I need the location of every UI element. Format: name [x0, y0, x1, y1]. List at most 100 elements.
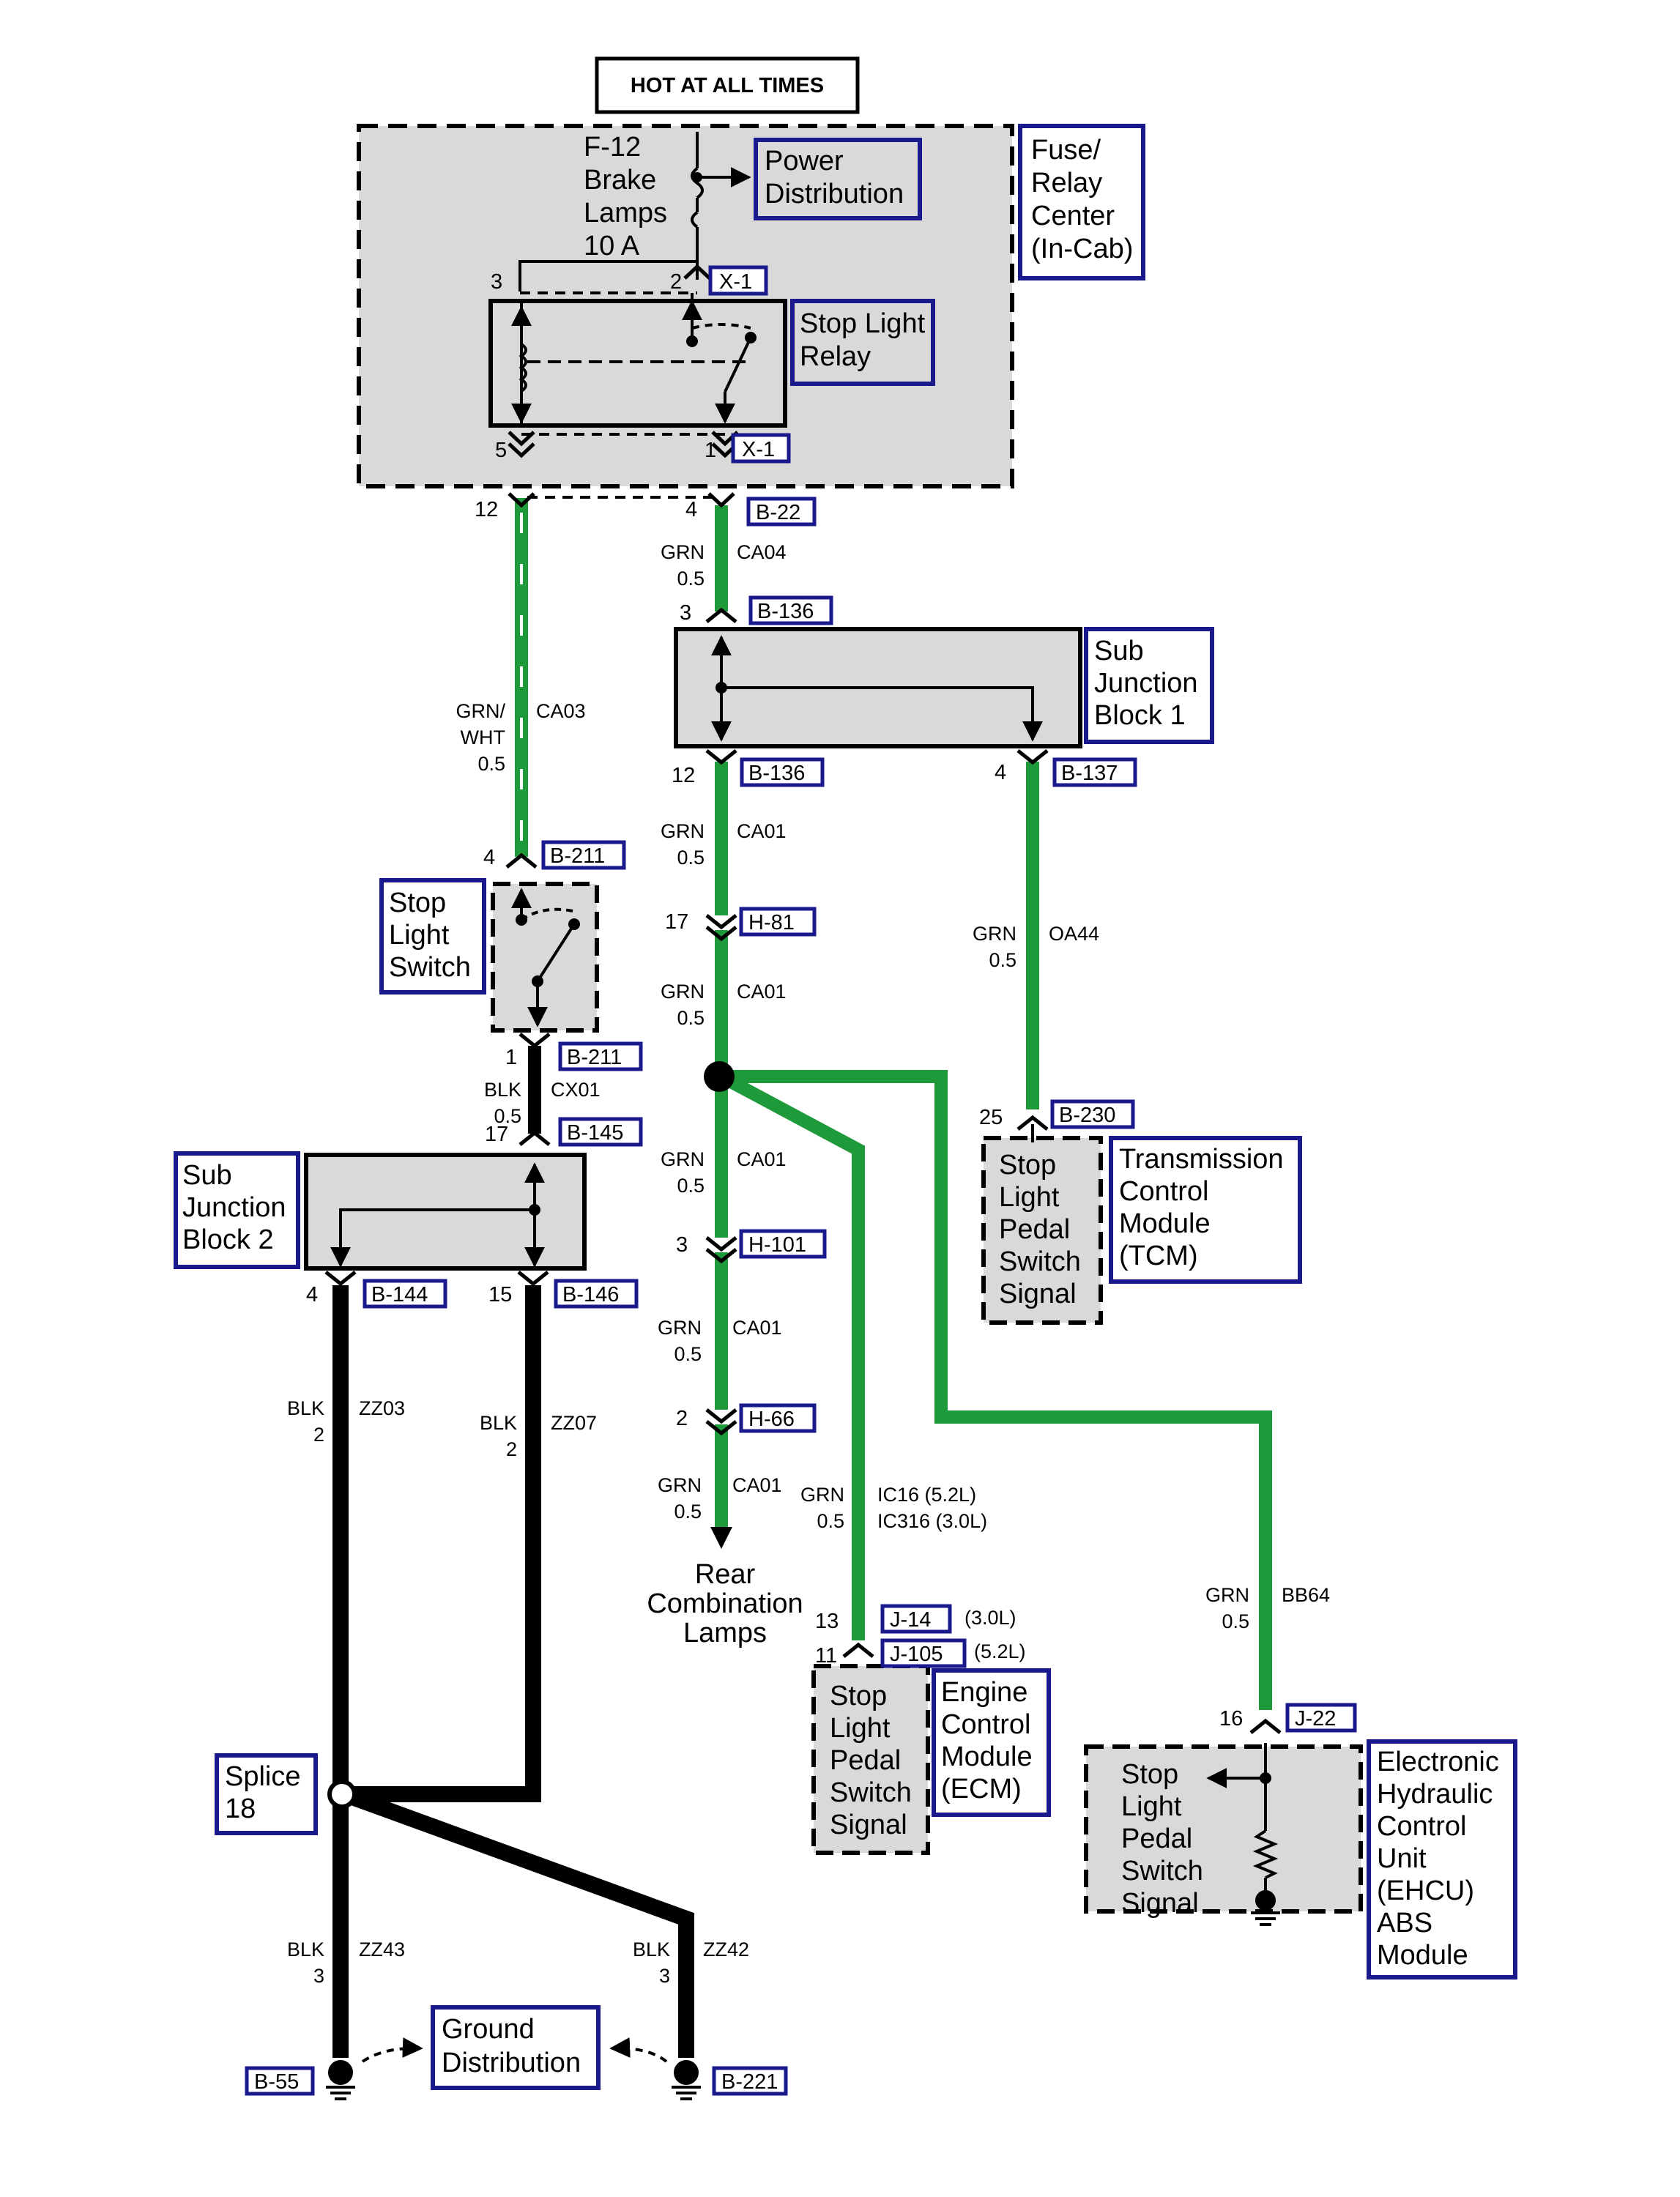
relay-internal-wiring	[511, 260, 757, 436]
svg-text:Lamps: Lamps	[584, 198, 667, 228]
connector-symbols	[324, 264, 1282, 1734]
pin-j105-11: 11	[815, 1644, 837, 1668]
svg-text:Block 1: Block 1	[1094, 700, 1186, 731]
svg-text:CA01: CA01	[737, 1148, 787, 1170]
svg-text:IC316 (3.0L): IC316 (3.0L)	[877, 1510, 987, 1532]
svg-text:IC16 (5.2L): IC16 (5.2L)	[877, 1484, 976, 1506]
svg-text:(3.0L): (3.0L)	[964, 1607, 1016, 1629]
svg-text:B-221: B-221	[721, 2070, 778, 2094]
connector-j22: J-22	[1285, 1703, 1357, 1733]
connector-b221: B-221	[712, 2066, 788, 2096]
ecm-signal-label: Stop Light Pedal Switch Signal	[830, 1681, 912, 1840]
svg-text:0.5: 0.5	[477, 753, 505, 775]
ehcu-internal	[1206, 1743, 1280, 1926]
pin-h101-3: 3	[676, 1233, 688, 1257]
svg-text:(ECM): (ECM)	[941, 1774, 1022, 1804]
svg-text:(In-Cab): (In-Cab)	[1031, 234, 1133, 264]
svg-text:OA44: OA44	[1049, 923, 1099, 945]
svg-text:ZZ03: ZZ03	[359, 1397, 405, 1419]
pin-b144-4: 4	[306, 1283, 318, 1306]
svg-text:B-145: B-145	[567, 1121, 623, 1145]
svg-text:Stop: Stop	[999, 1150, 1056, 1181]
splice-18-dot	[327, 1780, 357, 1809]
ground-dist-arrow-left	[361, 2037, 423, 2063]
pin-numbers: 3 2 5 1 12 4 3 12 4 4 17 1 17 25 3 4 15 …	[306, 270, 1243, 1731]
svg-text:Pedal: Pedal	[999, 1214, 1070, 1245]
svg-text:10 A: 10 A	[584, 231, 640, 261]
label-zz03: BLK 2 ZZ03	[287, 1397, 405, 1446]
svg-text:Switch: Switch	[1121, 1856, 1203, 1886]
svg-text:GRN: GRN	[1205, 1584, 1249, 1606]
svg-text:B-136: B-136	[748, 762, 805, 785]
connector-b22: B-22	[746, 497, 817, 527]
stop-light-relay-label: Stop Light Relay	[790, 299, 935, 386]
splice-ca01	[704, 1061, 735, 1092]
pin-b136-3: 3	[680, 601, 691, 625]
svg-text:B-146: B-146	[562, 1283, 619, 1306]
svg-text:CA01: CA01	[737, 981, 787, 1003]
label-oa44: GRN 0.5 OA44	[973, 923, 1099, 971]
pin-relay-1: 1	[705, 439, 716, 462]
svg-text:0.5: 0.5	[677, 1007, 705, 1029]
svg-text:Brake: Brake	[584, 165, 656, 196]
connector-b136-out: B-136	[740, 757, 825, 787]
svg-text:(5.2L): (5.2L)	[974, 1640, 1026, 1662]
stop-light-switch-internal	[511, 888, 580, 1027]
label-zz43: BLK 3 ZZ43	[287, 1938, 405, 1987]
connector-b55: B-55	[245, 2066, 315, 2096]
svg-text:B-211: B-211	[550, 844, 605, 868]
svg-text:J-22: J-22	[1295, 1707, 1336, 1731]
svg-text:Switch: Switch	[999, 1246, 1081, 1277]
svg-text:CA01: CA01	[732, 1317, 782, 1339]
rear-combination-lamps-label: Rear Combination Lamps	[647, 1559, 803, 1648]
svg-text:Relay: Relay	[800, 341, 871, 372]
svg-text:Transmission: Transmission	[1119, 1144, 1284, 1175]
svg-text:CA01: CA01	[737, 820, 787, 842]
label-ca01-b: GRN 0.5 CA01	[661, 981, 787, 1029]
svg-text:Combination: Combination	[647, 1588, 803, 1619]
svg-text:0.5: 0.5	[817, 1510, 844, 1532]
pin-relay-5: 5	[495, 439, 507, 462]
svg-text:CA03: CA03	[536, 700, 586, 722]
svg-text:BLK: BLK	[480, 1412, 517, 1434]
svg-text:Stop: Stop	[830, 1681, 887, 1711]
svg-text:Pedal: Pedal	[830, 1745, 901, 1776]
svg-text:B-137: B-137	[1061, 762, 1118, 785]
svg-text:GRN: GRN	[658, 1317, 702, 1339]
svg-text:Module: Module	[1377, 1940, 1468, 1971]
svg-text:0.5: 0.5	[677, 847, 705, 869]
svg-text:GRN: GRN	[800, 1484, 844, 1506]
ground-b221	[672, 2060, 701, 2100]
svg-text:Control: Control	[941, 1709, 1031, 1740]
svg-text:Center: Center	[1031, 201, 1115, 231]
connector-b211-bot: B-211	[558, 1041, 643, 1071]
splice-18-label: Splice 18	[215, 1753, 318, 1835]
svg-text:Stop: Stop	[389, 888, 446, 918]
svg-text:Rear: Rear	[695, 1559, 756, 1590]
svg-text:J-14: J-14	[890, 1608, 931, 1632]
svg-text:Switch: Switch	[389, 952, 471, 983]
pin-b211-4: 4	[483, 846, 495, 869]
svg-text:0.5: 0.5	[677, 1175, 705, 1197]
connector-b136-in: B-136	[748, 595, 833, 625]
connector-x1-top: X-1	[708, 265, 768, 296]
svg-text:0.5: 0.5	[674, 1343, 702, 1365]
svg-text:Distribution: Distribution	[442, 2048, 581, 2078]
svg-text:GRN: GRN	[661, 1148, 705, 1170]
svg-text:Light: Light	[999, 1182, 1060, 1213]
svg-text:0.5: 0.5	[1222, 1610, 1249, 1632]
connector-j14: J-14	[880, 1604, 952, 1634]
ground-dist-arrow-right	[609, 2037, 668, 2063]
svg-text:Junction: Junction	[1094, 668, 1198, 699]
ecm-signal-box	[811, 1664, 930, 1855]
svg-text:(TCM): (TCM)	[1119, 1241, 1198, 1271]
sub-junction-block-1-label: Sub Junction Block 1	[1084, 627, 1214, 744]
connector-h101: H-101	[739, 1229, 827, 1259]
connector-h81: H-81	[739, 907, 817, 937]
tcm-signal-box	[981, 1136, 1103, 1325]
sub-junction-block-2-box	[304, 1153, 587, 1271]
tcm-signal-label: Stop Light Pedal Switch Signal	[999, 1150, 1081, 1309]
label-ca01-a: GRN 0.5 CA01	[661, 820, 787, 869]
svg-text:H-66: H-66	[748, 1408, 795, 1431]
